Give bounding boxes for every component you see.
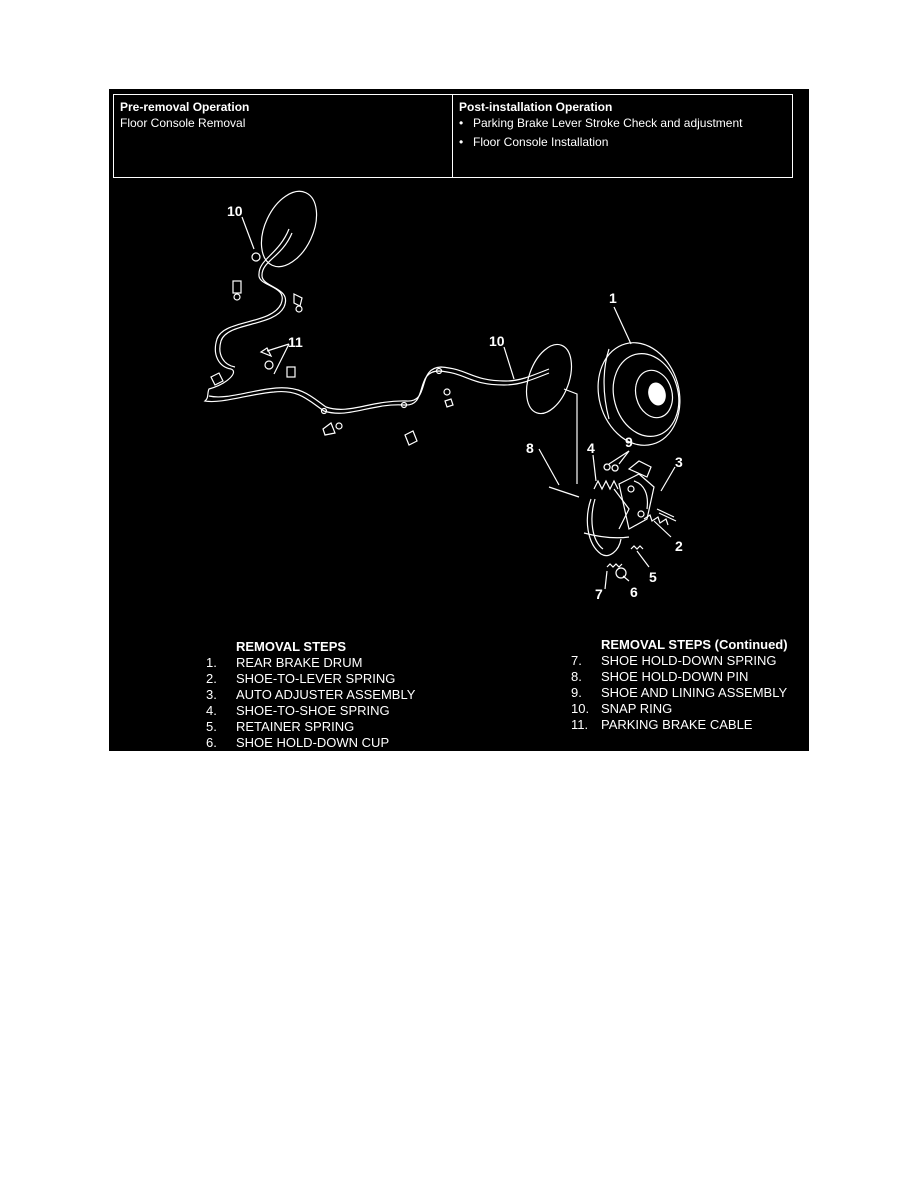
brake-shoe-assembly	[583, 460, 655, 557]
callout-10-upper: 10	[227, 203, 243, 219]
auto-adjuster	[656, 508, 677, 522]
removal-step: 7.SHOE HOLD-DOWN SPRING	[571, 653, 777, 668]
rear-shield-disc	[525, 343, 573, 415]
hold-down-cup	[615, 567, 627, 579]
shoe-to-shoe-spring	[593, 479, 619, 491]
operations-table: Pre-removal Operation Floor Console Remo…	[113, 94, 793, 178]
parking-brake-cable	[203, 228, 550, 414]
retainer-spring	[630, 545, 644, 550]
shoe-to-lever-spring	[643, 514, 669, 526]
post-installation-list: •Parking Brake Lever Stroke Check and ad…	[459, 115, 786, 150]
removal-step: 2.SHOE-TO-LEVER SPRING	[206, 671, 396, 686]
brake-exploded-diagram: 10 11 10 1 4 9 8 3 2 5 6 7	[203, 190, 683, 602]
removal-step: 8.SHOE HOLD-DOWN PIN	[571, 669, 749, 684]
post-installation-heading: Post-installation Operation	[459, 100, 613, 114]
removal-steps: REMOVAL STEPS 1.REAR BRAKE DRUM 2.SHOE-T…	[206, 639, 415, 751]
callout-3: 3	[675, 454, 683, 470]
post-installation-item: •Parking Brake Lever Stroke Check and ad…	[459, 116, 743, 130]
callout-11: 11	[288, 334, 303, 350]
post-installation-cell: Post-installation Operation •Parking Bra…	[453, 95, 792, 177]
front-shield-disc	[260, 190, 318, 268]
removal-step: 1.REAR BRAKE DRUM	[206, 655, 363, 670]
callout-5: 5	[649, 569, 657, 585]
pre-removal-text: Floor Console Removal	[120, 116, 246, 130]
leader-lines	[241, 216, 676, 590]
bullet-icon: •	[459, 135, 464, 149]
removal-step: 9.SHOE AND LINING ASSEMBLY	[571, 685, 788, 700]
removal-step: 11.PARKING BRAKE CABLE	[571, 717, 753, 732]
callout-9: 9	[625, 434, 633, 450]
callout-10-lower: 10	[489, 333, 505, 349]
removal-step: 6.SHOE HOLD-DOWN CUP	[206, 735, 390, 750]
post-installation-item: •Floor Console Installation	[459, 135, 609, 149]
removal-step: 10.SNAP RING	[571, 701, 673, 716]
removal-step: 3.AUTO ADJUSTER ASSEMBLY	[206, 687, 416, 702]
removal-steps-continued-title: REMOVAL STEPS (Continued)	[601, 637, 788, 652]
snap-rings-9	[603, 463, 619, 472]
pre-removal-cell: Pre-removal Operation Floor Console Remo…	[114, 95, 453, 177]
callout-6: 6	[630, 584, 638, 600]
removal-steps-continued: REMOVAL STEPS (Continued) 7.SHOE HOLD-DO…	[571, 637, 788, 733]
callout-4: 4	[587, 440, 595, 456]
callout-8: 8	[526, 440, 534, 456]
parking-brake-cable-inner	[208, 232, 550, 410]
callout-2: 2	[675, 538, 683, 554]
cable-brackets	[210, 252, 454, 446]
hold-down-spring	[606, 563, 623, 568]
removal-steps-title: REMOVAL STEPS	[236, 639, 347, 654]
pre-removal-heading: Pre-removal Operation	[120, 100, 250, 114]
assembly-guide-line	[563, 388, 578, 484]
removal-step: 4.SHOE-TO-SHOE SPRING	[206, 703, 390, 718]
callout-1: 1	[609, 290, 617, 306]
bullet-icon: •	[459, 116, 464, 130]
brake-drum	[597, 342, 681, 446]
hold-down-pin	[548, 486, 580, 498]
removal-step: 5.RETAINER SPRING	[206, 719, 355, 734]
callout-7: 7	[595, 586, 603, 602]
service-figure: Pre-removal Operation Floor Console Remo…	[109, 89, 809, 751]
